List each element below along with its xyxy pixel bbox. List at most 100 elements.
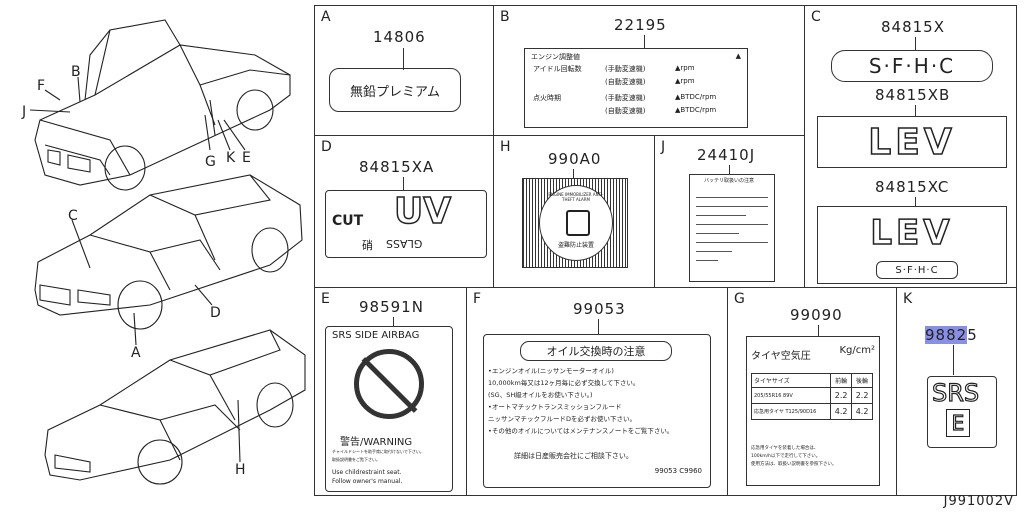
uv-text: UV [393, 190, 452, 233]
adjust-row: (自動変速機)▲rpm [605, 77, 695, 86]
cell-e: E 98591N SRS SIDE AIRBAG 警告/WARNING チャイル… [314, 287, 467, 496]
cell-f: F 99053 オイル交換時の注意 •エンジンオイル(ニッサンモーターオイル) … [466, 287, 728, 496]
leader-line [818, 325, 819, 337]
leader-line [915, 197, 916, 207]
tire-notes: 応急用タイヤを装着した場合は、 100km/h以下で走行して下さい。 使用方法は… [751, 446, 837, 467]
part-number: 98825 [925, 326, 978, 344]
cell-g: G 99090 タイヤ空気圧 Kg/cm² タイヤサイズ 前輪 後輪 205/5… [727, 287, 897, 496]
callout-d: D [210, 305, 221, 321]
label-immobilizer: ENGINE IMMOBILIZER ANTI-THEFT ALARM 盗難防止… [522, 178, 628, 268]
callout-g: G [205, 154, 216, 170]
part-number-highlight[interactable]: 9882 [925, 326, 968, 344]
cell-letter: J [661, 139, 666, 155]
leader-line [644, 35, 645, 49]
part-number: 22195 [614, 16, 667, 34]
cell-letter: A [321, 9, 331, 25]
tire-unit: Kg/cm² [839, 345, 875, 356]
srs-text: SRS [931, 378, 980, 407]
cell-d: D 84815XA UV CUT GLASS 硝 [314, 135, 494, 288]
badge-text: LEV [870, 212, 954, 254]
airbag-header: SRS SIDE AIRBAG [332, 330, 420, 341]
part-number: 84815XA [359, 158, 435, 176]
ring-top-text: ENGINE IMMOBILIZER ANTI-THEFT ALARM [548, 192, 604, 202]
tire-table: タイヤサイズ 前輪 後輪 205/55R16 89V 2.2 2.2 応急用タイ… [750, 373, 873, 420]
oil-code: 99053 C9960 [654, 467, 702, 475]
immobilizer-disc: ENGINE IMMOBILIZER ANTI-THEFT ALARM 盗難防止… [539, 185, 613, 261]
part-number: 99090 [790, 306, 843, 324]
warning-jp-2: 取扱説明書をご覧下さい。 [332, 457, 380, 462]
part-number: 14806 [373, 28, 426, 46]
adjust-row: アイドル回転数(手動変速機)▲rpm [533, 64, 695, 73]
e-box: E [946, 409, 970, 437]
leader-line [915, 105, 916, 117]
leader-line [915, 37, 916, 51]
callout-e: E [242, 150, 251, 166]
part-number: 24410J [697, 146, 756, 164]
cell-j: J 24410J バッテリ取扱いの注意 [654, 135, 805, 288]
part-number: 98591N [359, 298, 424, 316]
callout-a: A [131, 345, 141, 361]
leader-line [729, 165, 730, 175]
cut-text: CUT [332, 213, 364, 229]
badge-sfhc-small: S·F·H·C [876, 261, 958, 279]
part-number-3: 84815XC [875, 178, 950, 196]
battery-header: バッテリ取扱いの注意 [704, 178, 755, 184]
callout-j: J [22, 104, 27, 120]
footer-code: J991002V [943, 494, 1014, 509]
badge-text: S·F·H·C [868, 54, 956, 78]
warning-text: 警告/WARNING [340, 437, 413, 448]
car-illustrations: F B J G K E C D A H [0, 0, 312, 510]
leader-line [598, 319, 599, 335]
cell-letter: C [811, 9, 821, 25]
badge-srs: SRS E [927, 376, 997, 448]
cell-letter: E [321, 291, 330, 307]
ring-bottom-text: 盗難防止装置 [557, 242, 594, 249]
callout-c: C [68, 208, 78, 224]
label-tire-pressure: タイヤ空気圧 Kg/cm² タイヤサイズ 前輪 後輪 205/55R16 89V… [746, 336, 880, 486]
glass-text: GLASS [386, 237, 423, 250]
warning-en-2: Follow owner's manual. [332, 478, 403, 485]
badge-text: LEV [868, 121, 956, 164]
label-uv-cut: UV CUT GLASS 硝 [325, 190, 487, 258]
badge-lev-sfhc: LEV S·F·H·C [817, 206, 1007, 284]
glass-jp: 硝 [362, 239, 373, 252]
leader-line [573, 169, 574, 179]
oil-footer: 詳細は日産販売会社にご相談下さい。 [514, 452, 633, 460]
badge-lev: LEV [817, 116, 1007, 168]
callout-b: B [71, 64, 81, 80]
table-row: 応急用タイヤ T125/90D16 4.2 4.2 [750, 403, 873, 420]
part-number: 990A0 [548, 150, 602, 168]
callout-h: H [235, 462, 246, 478]
cell-letter: D [321, 139, 332, 155]
leader-line [403, 48, 404, 70]
label-title: エンジン調整値 [531, 53, 580, 61]
adjust-row: 点火時期(手動変速機)▲BTDC/rpm [533, 93, 717, 102]
adjust-row: (自動変速機)▲BTDC/rpm [605, 106, 717, 115]
callout-f: F [37, 78, 46, 94]
cell-a: A 14806 無鉛プレミアム [314, 5, 494, 136]
tire-title: タイヤ空気圧 [751, 351, 811, 362]
cell-letter: B [500, 9, 510, 25]
oil-notes: •エンジンオイル(ニッサンモーターオイル) 10,000km毎又は12ヶ月毎に必… [488, 367, 674, 435]
cell-k: K 98825 SRS E [896, 287, 1017, 496]
cell-b: B 22195 エンジン調整値 ▲ アイドル回転数(手動変速機)▲rpm (自動… [493, 5, 805, 136]
car-line-drawings [29, 19, 306, 485]
cell-c: C 84815X S·F·H·C 84815XB LEV 84815XC LEV… [804, 5, 1017, 288]
part-number-2: 84815XB [875, 86, 951, 104]
oil-title-box: オイル交換時の注意 [520, 341, 672, 361]
warning-en-1: Use childrestraint seat. [332, 469, 402, 476]
label-text: 無鉛プレミアム [349, 84, 441, 100]
label-unleaded-premium: 無鉛プレミアム [329, 68, 461, 112]
label-battery: バッテリ取扱いの注意 [689, 174, 775, 282]
label-srs-side-airbag: SRS SIDE AIRBAG 警告/WARNING チャイルドシートを助手席に… [325, 326, 453, 492]
cell-letter: H [500, 139, 511, 155]
cell-letter: F [473, 291, 482, 307]
label-oil-change: オイル交換時の注意 •エンジンオイル(ニッサンモーターオイル) 10,000km… [483, 334, 711, 488]
table-row: 205/55R16 89V 2.2 2.2 [750, 387, 873, 404]
lock-icon [566, 210, 590, 236]
badge-sfhc: S·F·H·C [831, 50, 993, 82]
cell-h: H 990A0 ENGINE IMMOBILIZER ANTI-THEFT AL… [493, 135, 655, 288]
cell-letter: G [734, 291, 745, 307]
label-engine-adjust: エンジン調整値 ▲ アイドル回転数(手動変速機)▲rpm (自動変速機)▲rpm… [524, 48, 748, 128]
no-child-seat-icon [354, 349, 424, 419]
